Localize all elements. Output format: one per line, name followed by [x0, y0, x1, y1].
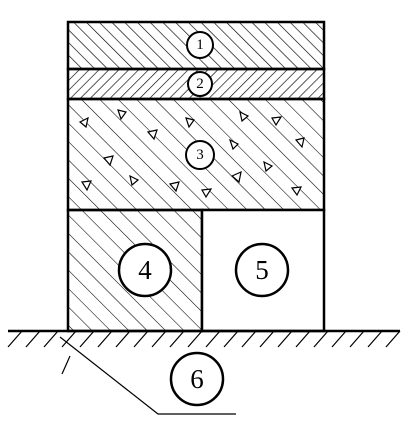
label-5: 5 — [234, 242, 290, 298]
label-6: 6 — [169, 351, 225, 407]
label-5-text: 5 — [255, 255, 269, 285]
label-2: 2 — [187, 71, 213, 97]
label-6-text: 6 — [190, 364, 204, 394]
label-3-text: 3 — [196, 147, 204, 163]
aggregate-marks — [78, 109, 305, 199]
label-1: 1 — [186, 31, 214, 59]
label-1-text: 1 — [196, 37, 204, 53]
ground-hatching — [7, 330, 401, 348]
leader-line-6 — [59, 336, 236, 415]
label-2-text: 2 — [196, 76, 204, 92]
ground-surface — [7, 329, 401, 348]
label-3: 3 — [185, 140, 215, 170]
label-4: 4 — [117, 242, 173, 298]
label-4-text: 4 — [138, 255, 152, 285]
